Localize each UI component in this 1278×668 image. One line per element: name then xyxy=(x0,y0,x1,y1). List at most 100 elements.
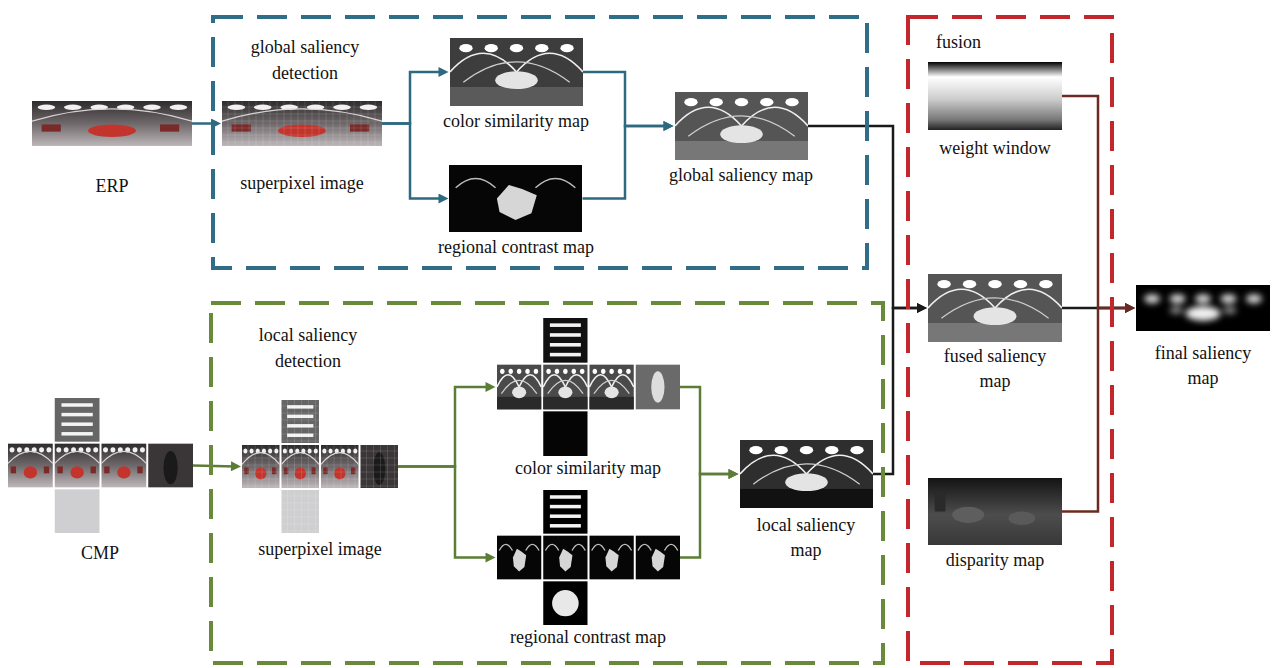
image-caption: CMP xyxy=(81,541,119,566)
image-detail xyxy=(450,38,583,106)
image-detail xyxy=(355,445,356,488)
image-detail xyxy=(242,465,280,466)
image-detail xyxy=(8,451,53,463)
image-detail xyxy=(543,581,587,625)
module-group: local saliency detectionsuperpixel image… xyxy=(209,301,885,665)
image-detail xyxy=(549,514,580,517)
image-detail xyxy=(46,447,51,452)
image-frame xyxy=(928,274,1062,342)
image-detail xyxy=(543,411,587,456)
image-detail xyxy=(301,445,302,488)
image-detail xyxy=(373,452,385,485)
image-detail xyxy=(294,445,295,488)
image-detail xyxy=(255,467,266,479)
image-detail xyxy=(675,141,808,160)
image-detail xyxy=(1144,294,1262,321)
connector-arrow xyxy=(808,126,923,308)
image-detail xyxy=(543,365,587,410)
image-detail xyxy=(61,432,92,435)
image-detail xyxy=(23,466,36,478)
image-caption: color similarity map xyxy=(515,456,661,481)
image-detail xyxy=(57,466,62,473)
image-detail xyxy=(222,109,382,121)
image-detail xyxy=(284,101,285,146)
image-detail xyxy=(785,98,798,106)
image-detail xyxy=(394,445,395,488)
image-detail xyxy=(626,369,630,374)
image-caption: final saliency map xyxy=(1138,341,1268,391)
image-detail xyxy=(282,441,320,442)
image-thumbnail xyxy=(675,92,808,160)
image-detail xyxy=(525,544,538,550)
image-detail xyxy=(1144,294,1160,303)
image-node: CMP xyxy=(8,398,193,566)
connector-arrow xyxy=(680,474,734,558)
image-detail xyxy=(549,343,580,347)
image-detail xyxy=(32,109,192,121)
image-detail xyxy=(282,490,320,533)
connector-arrow xyxy=(583,72,669,126)
group-heading: local saliency detection xyxy=(233,322,383,374)
image-detail xyxy=(222,135,382,136)
image-detail xyxy=(321,451,359,452)
image-detail xyxy=(785,473,828,491)
image-detail xyxy=(282,451,320,452)
image-node: global saliency map xyxy=(669,92,813,188)
image-detail xyxy=(348,445,349,488)
image-detail xyxy=(117,466,130,478)
image-detail xyxy=(604,387,618,399)
image-thumbnail xyxy=(497,318,680,456)
image-detail xyxy=(101,451,146,463)
image-detail xyxy=(282,458,320,459)
image-detail xyxy=(850,446,863,454)
image-thumbnail xyxy=(8,398,193,533)
image-detail xyxy=(308,400,309,443)
image-detail xyxy=(54,451,99,463)
image-detail xyxy=(301,400,302,443)
image-detail xyxy=(740,440,873,508)
image-detail xyxy=(282,434,320,435)
image-detail xyxy=(42,124,61,131)
connector-arrow xyxy=(1062,96,1130,308)
image-detail xyxy=(563,369,567,374)
image-detail xyxy=(287,490,288,533)
image-detail xyxy=(242,451,280,452)
connector-arrow xyxy=(1062,308,1130,512)
image-detail xyxy=(160,124,179,131)
image-detail xyxy=(497,397,541,410)
image-thumbnail xyxy=(222,101,382,146)
image-detail xyxy=(9,447,14,452)
image-detail xyxy=(334,445,335,488)
image-detail xyxy=(928,478,1062,545)
image-detail xyxy=(222,107,382,108)
image-detail xyxy=(228,101,229,146)
image-detail xyxy=(1008,512,1035,525)
image-detail xyxy=(1170,307,1183,314)
image-caption: superpixel image xyxy=(240,171,363,196)
image-frame xyxy=(450,38,583,106)
image-detail xyxy=(277,101,278,146)
image-thumbnail xyxy=(497,490,680,625)
image-detail xyxy=(38,105,56,110)
image-detail xyxy=(508,369,512,374)
image-detail xyxy=(546,369,550,374)
image-detail xyxy=(282,524,320,525)
image-detail xyxy=(101,444,146,488)
image-detail xyxy=(242,445,280,488)
image-caption: local saliency map xyxy=(746,513,866,563)
image-detail xyxy=(282,413,320,414)
image-frame xyxy=(497,318,680,456)
image-detail xyxy=(589,365,633,410)
image-detail xyxy=(242,458,280,459)
image-detail xyxy=(928,323,1062,342)
image-detail xyxy=(760,98,773,106)
image-detail xyxy=(512,549,525,572)
image-detail xyxy=(103,447,108,452)
image-detail xyxy=(211,303,883,663)
image-detail xyxy=(635,536,679,580)
image-detail xyxy=(545,544,558,550)
image-detail xyxy=(937,280,950,288)
image-detail xyxy=(675,92,808,160)
image-detail xyxy=(143,105,161,110)
image-frame xyxy=(928,62,1062,130)
